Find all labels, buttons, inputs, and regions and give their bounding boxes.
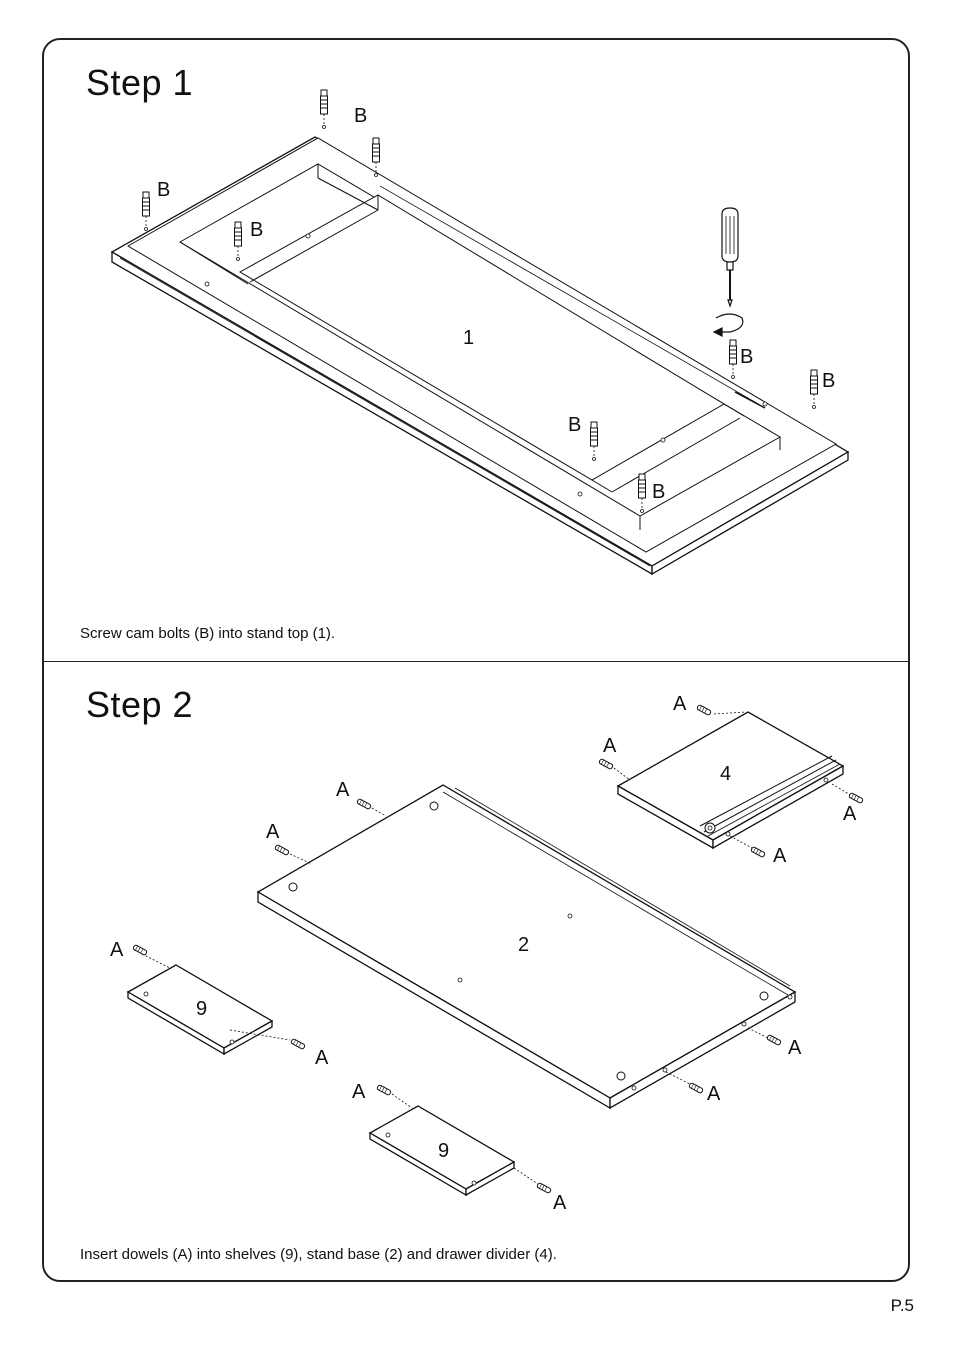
bolt-labels: B B B B B B B — [157, 105, 835, 503]
dowel-label: A — [336, 779, 350, 801]
bolt-label: B — [822, 370, 835, 392]
dowel-guides — [141, 711, 853, 1185]
dowel-label: A — [603, 735, 617, 757]
screwdriver-icon — [721, 207, 739, 308]
shelf-panel-bottom — [368, 1105, 516, 1197]
drawer-divider-panel — [616, 711, 845, 850]
dowel-label: A — [843, 803, 857, 825]
part-number-shelf: 9 — [196, 998, 207, 1020]
part-number-stand-top: 1 — [463, 327, 474, 349]
dowel-labels: A A A A A A A A A A A A — [110, 693, 857, 1214]
bolt-label: B — [250, 219, 263, 241]
bolt-label: B — [652, 481, 665, 503]
page-frame — [42, 38, 910, 1282]
dowel-label: A — [773, 845, 787, 867]
dowel-label: A — [707, 1083, 721, 1105]
rotate-arrow-icon — [712, 313, 744, 337]
dowel-label: A — [315, 1047, 329, 1069]
dowel-label: A — [673, 693, 687, 715]
dowel-label: A — [352, 1081, 366, 1103]
step1-illustration: B B B B B B B 1 — [110, 89, 850, 576]
part-number-shelf: 9 — [438, 1140, 449, 1162]
step1-title: Step 1 — [86, 62, 194, 103]
step-divider — [42, 661, 910, 662]
bolt-label: B — [157, 179, 170, 201]
bolt-label: B — [354, 105, 367, 127]
part-number-stand-base: 2 — [518, 934, 529, 956]
step2-caption: Insert dowels (A) into shelves (9), stan… — [80, 1246, 557, 1263]
bolt-label: B — [740, 346, 753, 368]
page-number: P.5 — [890, 1296, 914, 1315]
part-number-drawer-divider: 4 — [720, 763, 731, 785]
dowel-label: A — [788, 1037, 802, 1059]
stand-top-panel — [110, 136, 850, 576]
dowel-label: A — [110, 939, 124, 961]
step2-title: Step 2 — [86, 684, 194, 725]
dowel-label: A — [266, 821, 280, 843]
dowel-label: A — [553, 1192, 567, 1214]
stand-base-panel — [256, 784, 797, 1110]
shelf-panel-left — [126, 964, 274, 1056]
bolt-label: B — [568, 414, 581, 436]
step1-caption: Screw cam bolts (B) into stand top (1). — [80, 625, 336, 642]
